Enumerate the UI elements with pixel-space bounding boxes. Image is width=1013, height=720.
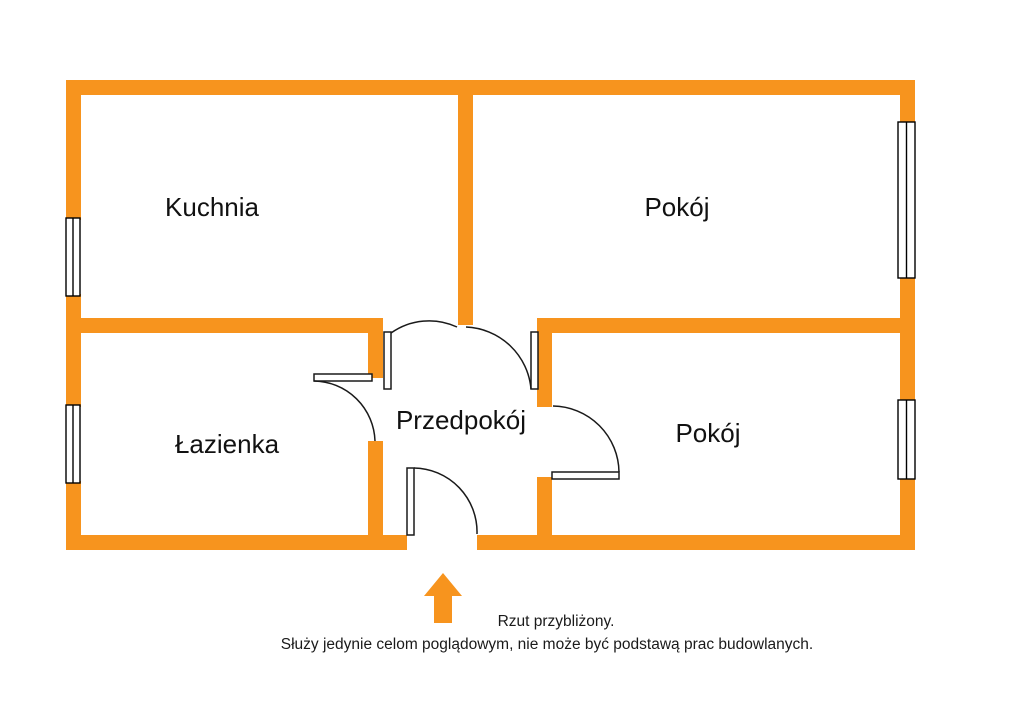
door-lazienka: [313, 373, 376, 442]
wall-pokoj-dolny-left-upper: [537, 318, 552, 407]
window-kuchnia-left: [65, 217, 81, 297]
wall-pokoj-dolny-left-lower: [537, 477, 552, 550]
disclaimer-group: Rzut przybliżony. Służy jedynie celom po…: [281, 613, 813, 653]
wall-outer-left-upper: [66, 80, 81, 220]
disclaimer-line-2: Służy jedynie celom poglądowym, nie może…: [281, 636, 813, 653]
entrance-arrow-icon: [424, 573, 462, 623]
wall-outer-left-middle: [66, 294, 81, 407]
room-label-przedpokoj: Przedpokój: [396, 405, 526, 435]
door-kuchnia: [383, 320, 458, 390]
wall-lazienka-right-lower: [368, 441, 383, 550]
door-entrance: [406, 467, 478, 536]
wall-interior-horizontal-right: [537, 318, 915, 333]
walls-group: [66, 80, 915, 550]
wall-interior-horizontal-left: [66, 318, 383, 333]
wall-outer-right-lower: [900, 478, 915, 550]
wall-outer-bottom-right: [477, 535, 915, 550]
room-labels-group: Kuchnia Pokój Łazienka Przedpokój Pokój: [165, 192, 741, 459]
room-label-kuchnia: Kuchnia: [165, 192, 259, 222]
wall-outer-left-lower: [66, 481, 81, 550]
wall-outer-right-upper: [900, 80, 915, 124]
wall-interior-vertical-top: [458, 88, 473, 325]
room-label-pokoj-gorny: Pokój: [644, 192, 709, 222]
wall-lazienka-right-upper: [368, 318, 383, 378]
window-lazienka-left: [65, 404, 81, 484]
room-label-pokoj-dolny: Pokój: [675, 418, 740, 448]
wall-outer-bottom-left: [66, 535, 407, 550]
wall-outer-top: [66, 80, 915, 95]
wall-outer-right-middle: [900, 276, 915, 402]
room-label-lazienka: Łazienka: [175, 429, 280, 459]
windows-group: [65, 121, 916, 484]
window-pokoj-dolny-right: [897, 399, 916, 480]
door-pokoj-dolny: [551, 405, 620, 480]
doors-group: [313, 320, 620, 536]
window-pokoj-gorny-right: [897, 121, 916, 279]
disclaimer-line-1: Rzut przybliżony.: [498, 613, 615, 630]
door-pokoj-gorny: [465, 326, 539, 390]
